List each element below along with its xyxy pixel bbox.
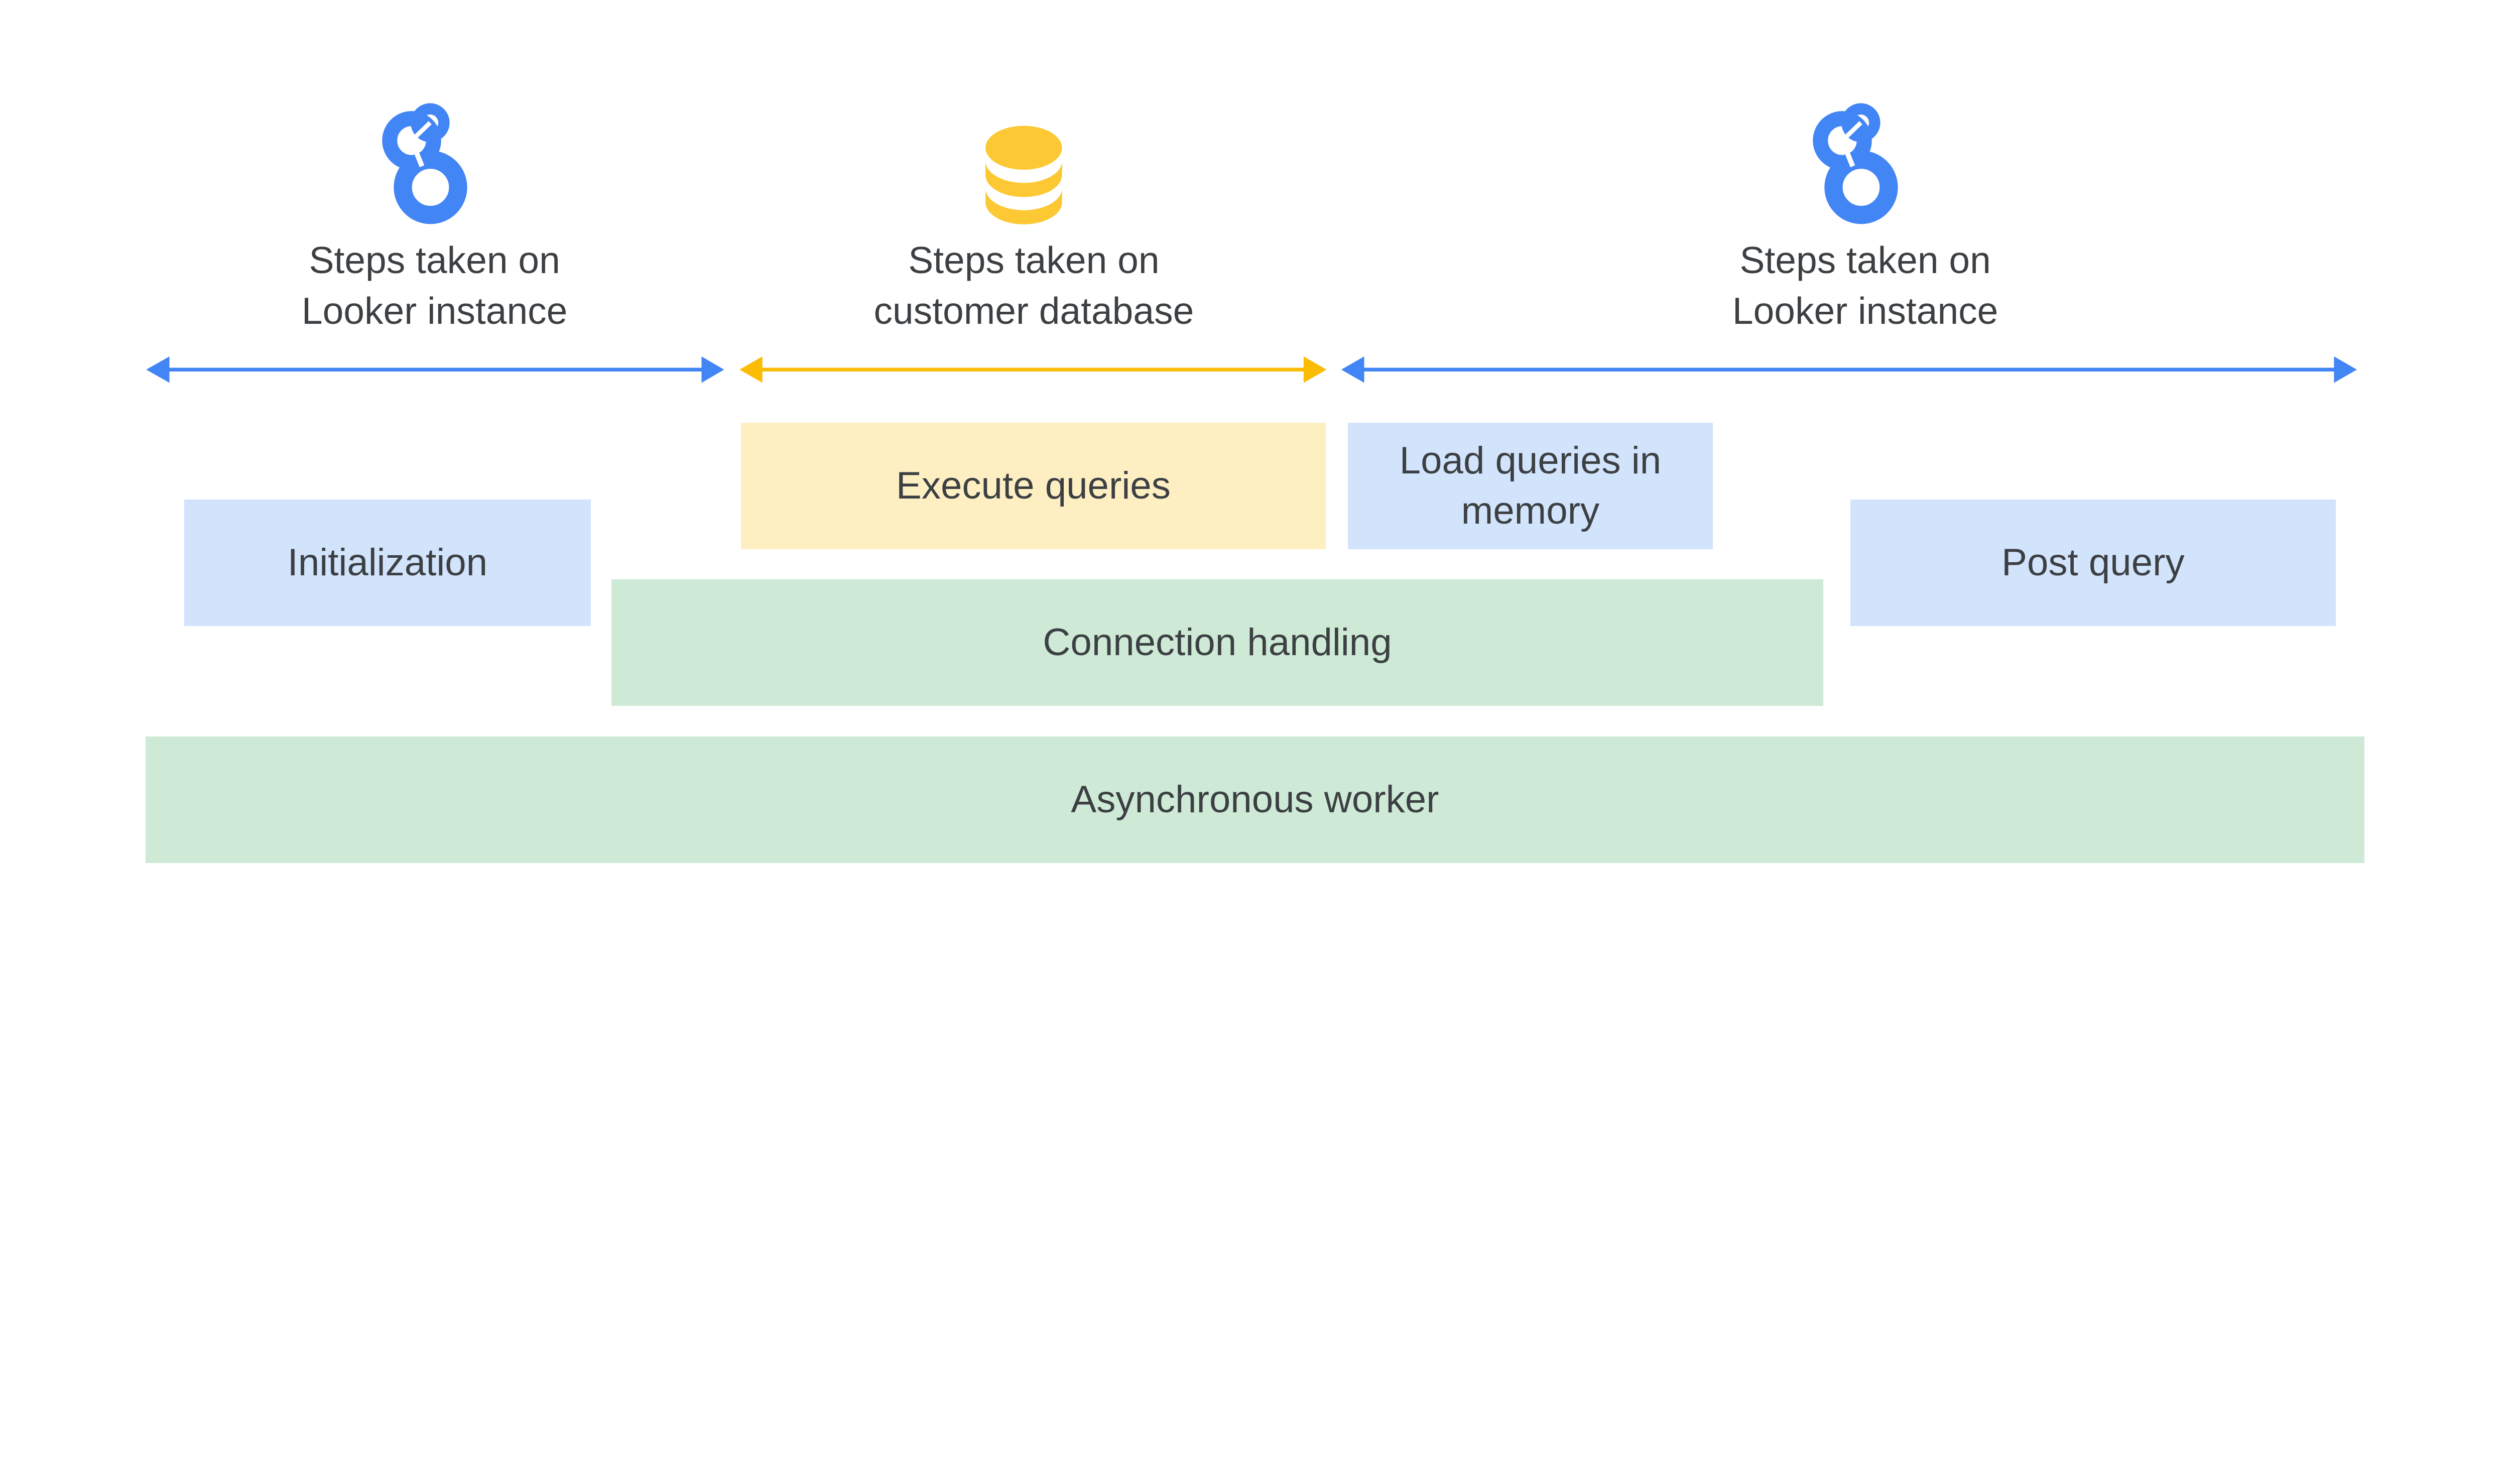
load-queries-label-line-1: Load queries in xyxy=(1399,439,1662,482)
execute-queries-label: Execute queries xyxy=(896,464,1171,507)
looker-logo-icon xyxy=(1813,103,1898,224)
database-span-arrow xyxy=(739,356,1327,383)
post-query-label: Post query xyxy=(2001,541,2185,584)
looker-span-arrow-right xyxy=(1341,356,2357,383)
execute-queries-box: Execute queries xyxy=(741,422,1326,549)
section-heading-database: Steps taken on customer database xyxy=(814,235,1253,337)
heading-line-2: customer database xyxy=(873,290,1194,332)
heading-line-1: Steps taken on xyxy=(1739,239,1991,282)
initialization-label: Initialization xyxy=(287,541,488,584)
looker-span-arrow-left xyxy=(146,356,724,383)
heading-line-1: Steps taken on xyxy=(908,239,1160,282)
asynchronous-worker-label: Asynchronous worker xyxy=(1071,778,1439,821)
asynchronous-worker-box: Asynchronous worker xyxy=(146,736,2364,863)
section-heading-looker-left: Steps taken on Looker instance xyxy=(215,235,654,337)
arrows-and-icons-layer xyxy=(146,103,2357,383)
heading-line-1: Steps taken on xyxy=(309,239,560,282)
load-queries-box: Load queries in memory xyxy=(1348,422,1713,549)
heading-line-2: Looker instance xyxy=(1732,290,1998,332)
initialization-box: Initialization xyxy=(184,500,591,626)
looker-logo-icon xyxy=(382,103,467,224)
diagram-canvas: Steps taken on Looker instance Steps tak… xyxy=(146,103,2364,863)
database-icon xyxy=(985,126,1062,224)
load-queries-label-line-2: memory xyxy=(1461,489,1600,532)
heading-line-2: Looker instance xyxy=(301,290,568,332)
connection-handling-label: Connection handling xyxy=(1043,621,1392,664)
section-heading-looker-right: Steps taken on Looker instance xyxy=(1646,235,2085,337)
connection-handling-box: Connection handling xyxy=(611,579,1823,706)
post-query-box: Post query xyxy=(1850,500,2336,626)
